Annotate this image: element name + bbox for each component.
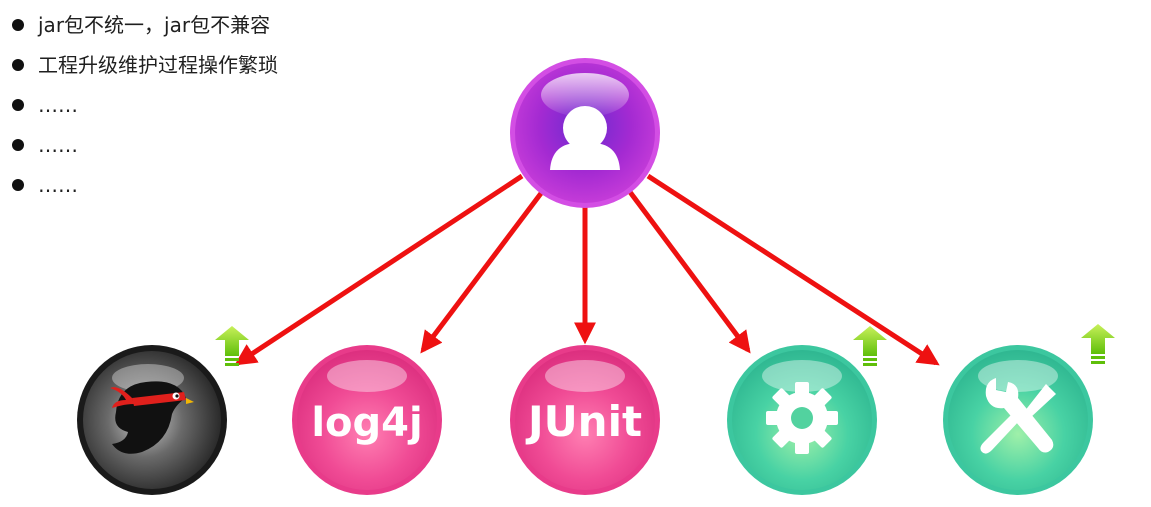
bullet-dot [12, 179, 24, 191]
wrench-screwdriver-icon [980, 378, 1056, 454]
ninja-bird-icon [110, 381, 194, 454]
arrow-to-ninja [234, 173, 524, 366]
arrow-to-log4j [420, 190, 544, 354]
junit-node: JUnit [510, 345, 660, 495]
bullet-item: …… [10, 86, 278, 126]
ninja-node [77, 345, 227, 495]
gear-icon [766, 382, 838, 454]
gear-node [727, 345, 877, 495]
arrow-to-gear [627, 190, 751, 354]
upgrade-icon-tools [1081, 324, 1115, 364]
bullet-text: jar包不统一，jar包不兼容 [38, 13, 271, 37]
bullet-text: …… [38, 133, 78, 157]
bullet-item: 工程升级维护过程操作繁琐 [10, 46, 278, 86]
tools-node [943, 345, 1093, 495]
user-node [510, 58, 660, 208]
upgrade-icon-gear [853, 326, 887, 366]
arrow-to-tools [646, 173, 940, 366]
bullet-list: jar包不统一，jar包不兼容 工程升级维护过程操作繁琐 …… …… …… [10, 6, 278, 206]
junit-label: JUnit [525, 397, 642, 446]
upgrade-icon-ninja [215, 326, 249, 366]
bullet-dot [12, 19, 24, 31]
bullet-item: jar包不统一，jar包不兼容 [10, 6, 278, 46]
arrows [234, 173, 940, 366]
bullet-item: …… [10, 126, 278, 166]
bullet-dot [12, 99, 24, 111]
log4j-node: log4j [292, 345, 442, 495]
bullet-item: …… [10, 166, 278, 206]
user-icon [550, 106, 620, 170]
bullet-text: …… [38, 173, 78, 197]
bullet-dot [12, 139, 24, 151]
bullet-text: 工程升级维护过程操作繁琐 [38, 53, 278, 77]
log4j-label: log4j [311, 400, 422, 446]
bullet-text: …… [38, 93, 78, 117]
bullet-dot [12, 59, 24, 71]
